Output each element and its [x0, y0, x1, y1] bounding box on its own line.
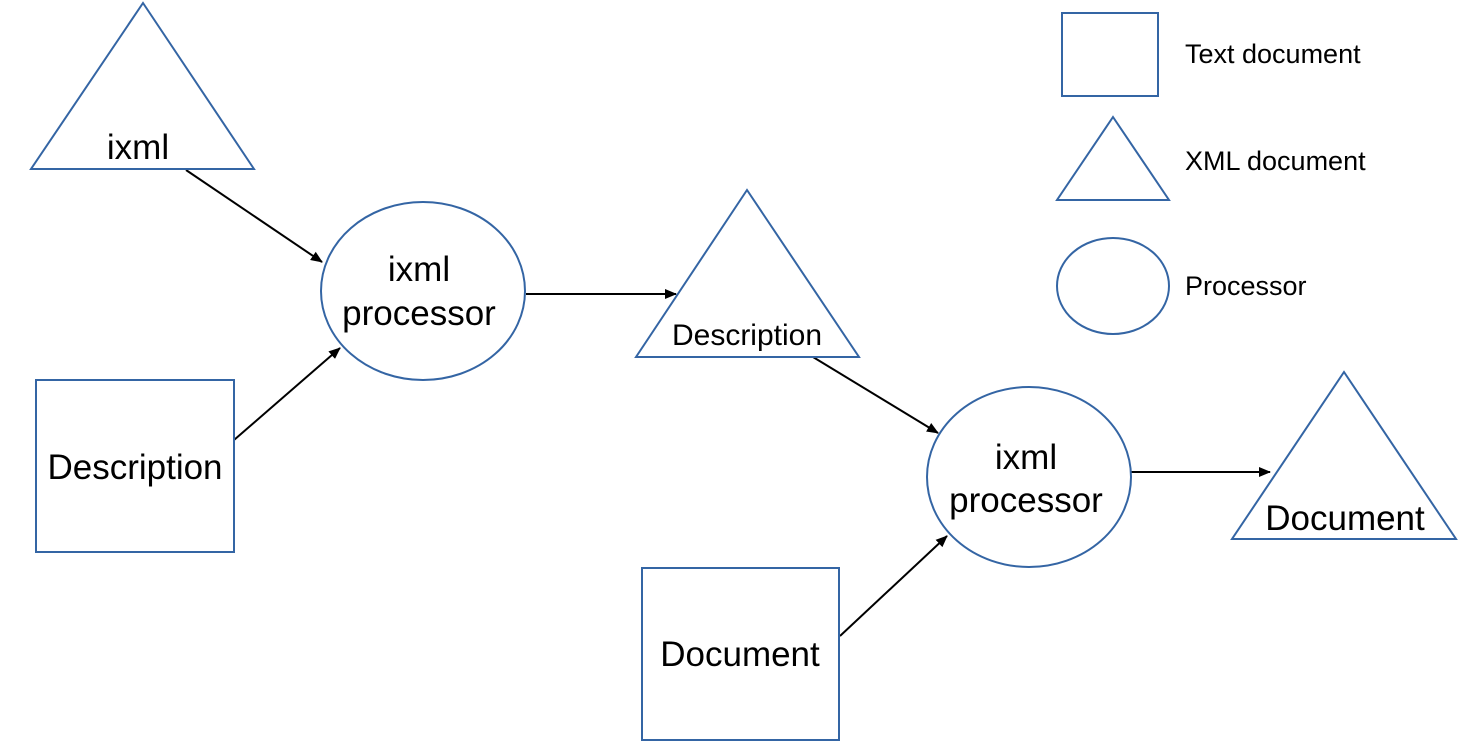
legend-label: Processor	[1185, 271, 1307, 301]
node-description-xml: Description	[634, 188, 861, 358]
legend-label: Text document	[1185, 39, 1361, 69]
node-label: ixml	[107, 128, 169, 167]
node-description-text: Description	[35, 379, 235, 553]
node-processor-2: ixml processor	[926, 386, 1132, 568]
node-label: Description	[47, 448, 222, 487]
node-processor-1: ixml processor	[320, 201, 526, 381]
processor-ellipse	[926, 386, 1132, 568]
edge-description-xml-to-processor-2	[812, 356, 939, 434]
legend-item-text-document: Text document	[1061, 12, 1361, 97]
legend-item-processor: Processor	[1056, 237, 1307, 335]
node-label-line-2: processor	[949, 481, 1103, 520]
node-ixml-input: ixml	[29, 1, 256, 170]
node-label: Document	[660, 635, 820, 674]
legend: Text document XML document Processor	[1055, 12, 1366, 335]
text-document-square	[35, 379, 235, 553]
node-document-xml: Document	[1230, 370, 1458, 540]
legend-item-xml-document: XML document	[1055, 115, 1366, 201]
processor-ellipse	[320, 201, 526, 381]
node-label-line-1: ixml	[995, 438, 1057, 477]
edges	[185, 169, 1271, 637]
legend-label: XML document	[1185, 146, 1366, 176]
edge-description-to-processor-1	[233, 347, 341, 441]
text-document-square	[641, 567, 840, 741]
node-label: Description	[672, 319, 822, 352]
xml-document-triangle	[29, 1, 256, 170]
xml-document-triangle	[1230, 370, 1458, 540]
node-label-line-2: processor	[342, 294, 496, 333]
edge-document-to-processor-2	[839, 535, 948, 637]
node-label-line-1: ixml	[388, 250, 450, 289]
edge-ixml-to-processor-1	[185, 169, 323, 263]
text-document-square	[1061, 12, 1159, 97]
node-document-text: Document	[641, 567, 840, 741]
xml-document-triangle	[1055, 115, 1171, 201]
node-label: Document	[1265, 499, 1425, 538]
processor-ellipse	[1056, 237, 1170, 335]
xml-document-triangle	[634, 188, 861, 358]
